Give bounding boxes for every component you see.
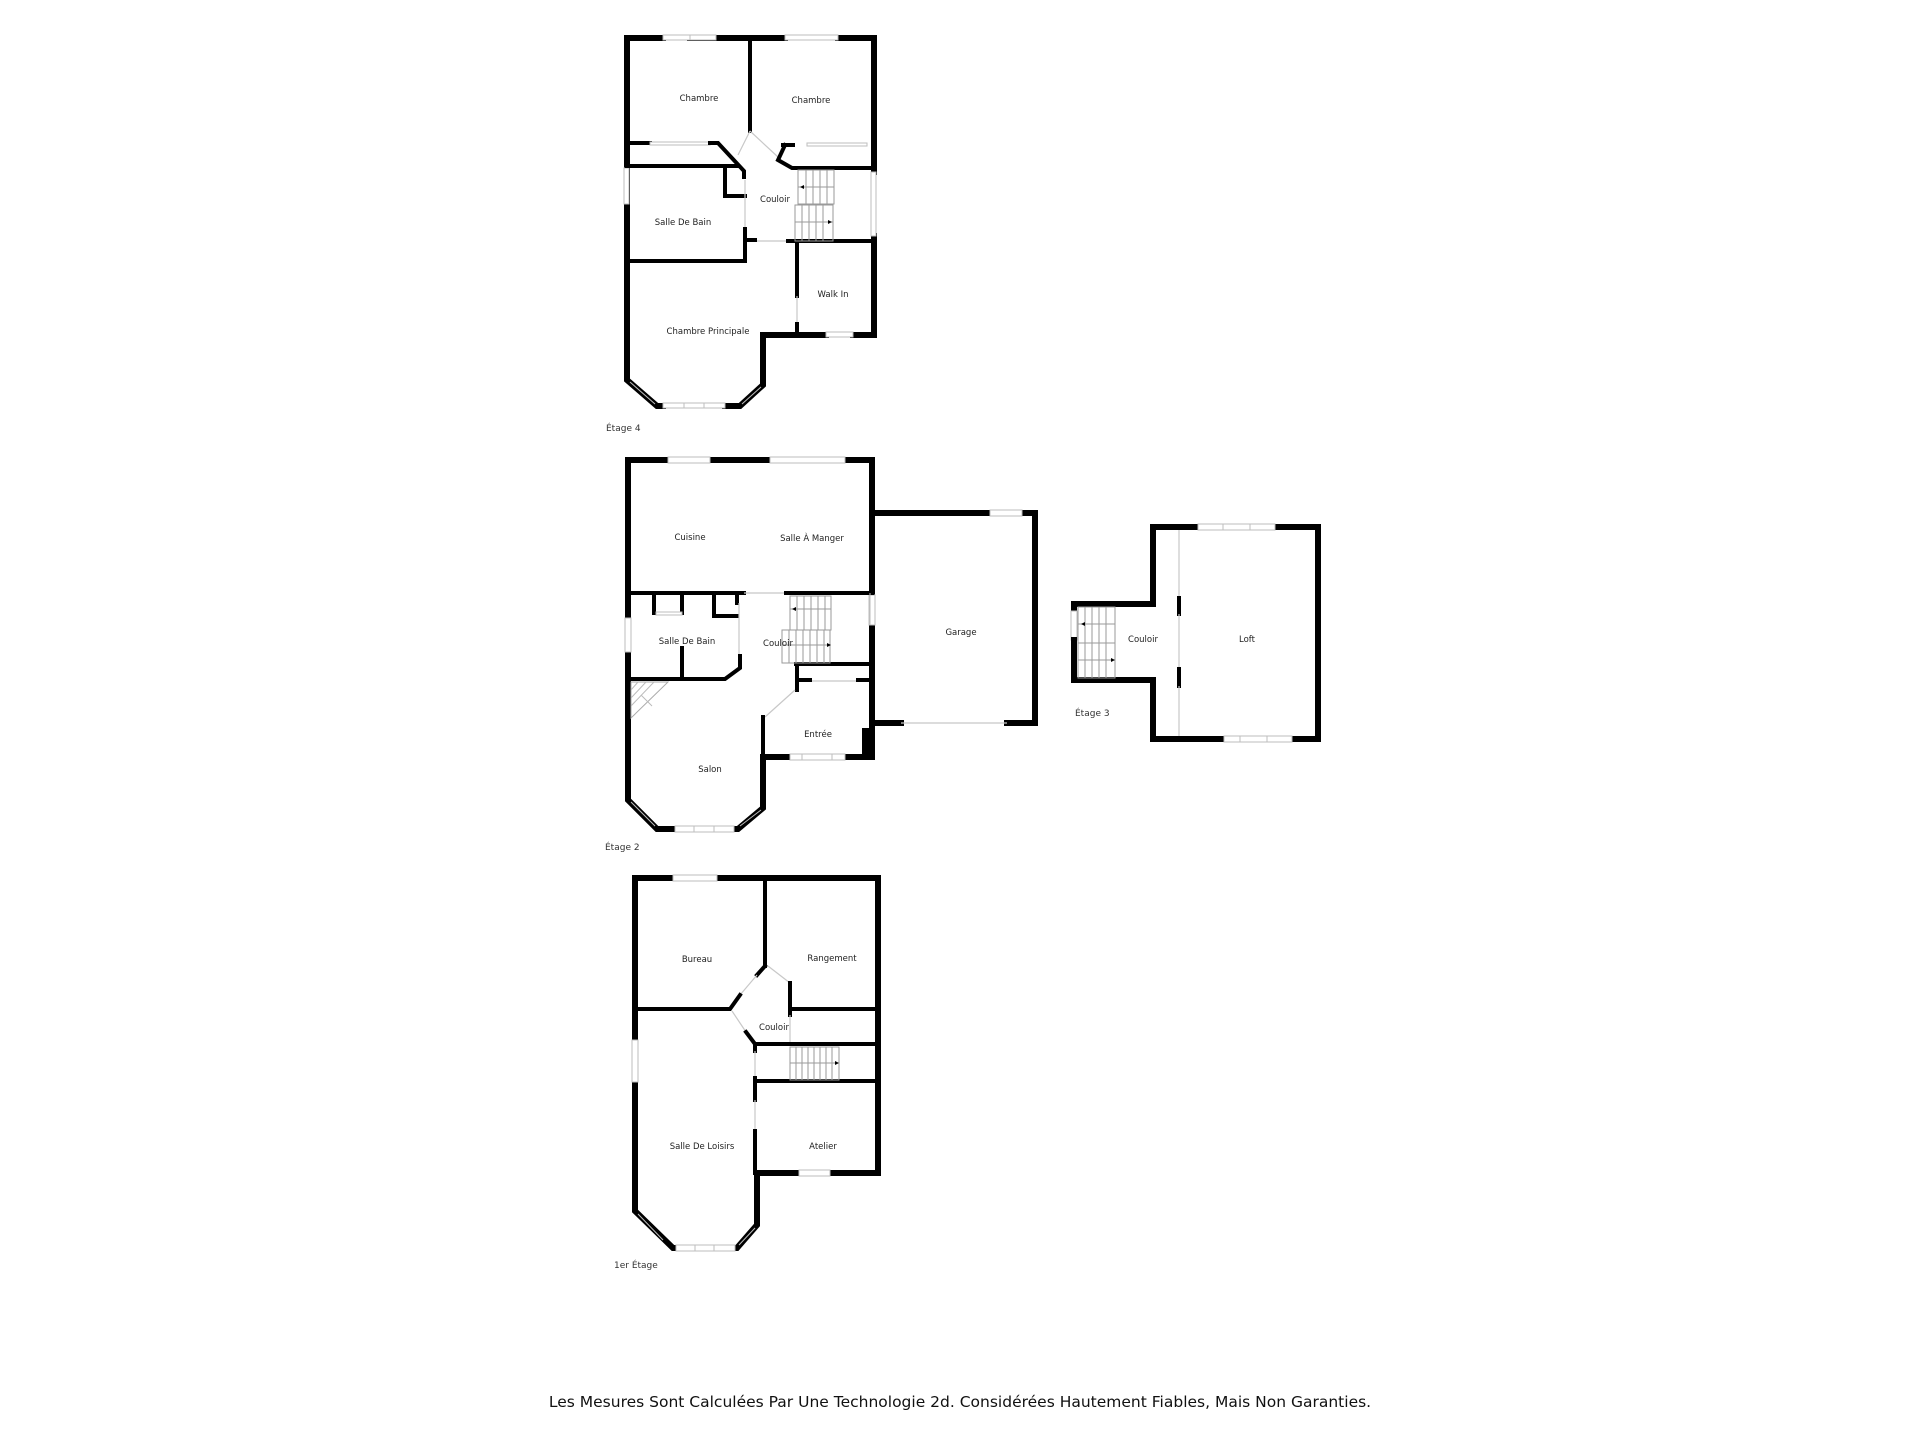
room-label-salle-a-manger: Salle À Manger (780, 532, 844, 544)
room-label-salle-de-loisirs: Salle De Loisirs (670, 1142, 735, 1152)
room-label-couloir: Couloir (759, 1023, 789, 1033)
room-label-couloir: Couloir (1128, 635, 1158, 645)
room-label-couloir: Couloir (763, 639, 793, 649)
fireplace-icon (630, 681, 670, 720)
measurement-disclaimer: Les Mesures Sont Calculées Par Une Techn… (548, 1393, 1372, 1411)
level-label-etage-2: Étage 2 (605, 841, 640, 853)
stairs-icon (789, 1046, 840, 1081)
room-label-walk-in: Walk In (818, 290, 849, 300)
room-label-garage: Garage (945, 628, 976, 638)
stairs-icon (1077, 606, 1116, 679)
room-label-salon: Salon (698, 765, 722, 775)
level-label-etage-4: Étage 4 (606, 422, 641, 434)
room-label-bureau: Bureau (682, 955, 712, 965)
room-label-chambre-2: Chambre (792, 96, 831, 106)
room-label-salle-de-bain: Salle De Bain (655, 218, 712, 228)
stairs-icon (781, 595, 832, 664)
level-label-1er-etage: 1er Étage (614, 1259, 658, 1271)
room-label-atelier: Atelier (809, 1142, 837, 1152)
level-label-etage-3: Étage 3 (1075, 707, 1110, 719)
room-label-couloir: Couloir (760, 195, 790, 205)
room-label-chambre-1: Chambre (680, 94, 719, 104)
room-label-salle-de-bain: Salle De Bain (659, 637, 716, 647)
stairs-icon (794, 169, 835, 242)
room-label-loft: Loft (1239, 635, 1256, 645)
floor-plan-etage-4: Chambre Chambre Couloir Salle De Bain Wa… (606, 34, 877, 434)
floor-plan-etage-2: Cuisine Salle À Manger Salle De Bain Cou… (605, 456, 1038, 853)
room-label-rangement: Rangement (807, 954, 857, 964)
floor-plan-1er-etage: Bureau Rangement Couloir Salle De Loisir… (614, 874, 881, 1271)
room-label-cuisine: Cuisine (674, 533, 705, 543)
room-label-entree: Entrée (804, 729, 832, 740)
floor-plan-etage-3: Couloir Loft Étage 3 (1070, 523, 1321, 743)
room-label-chambre-principale: Chambre Principale (667, 327, 750, 337)
